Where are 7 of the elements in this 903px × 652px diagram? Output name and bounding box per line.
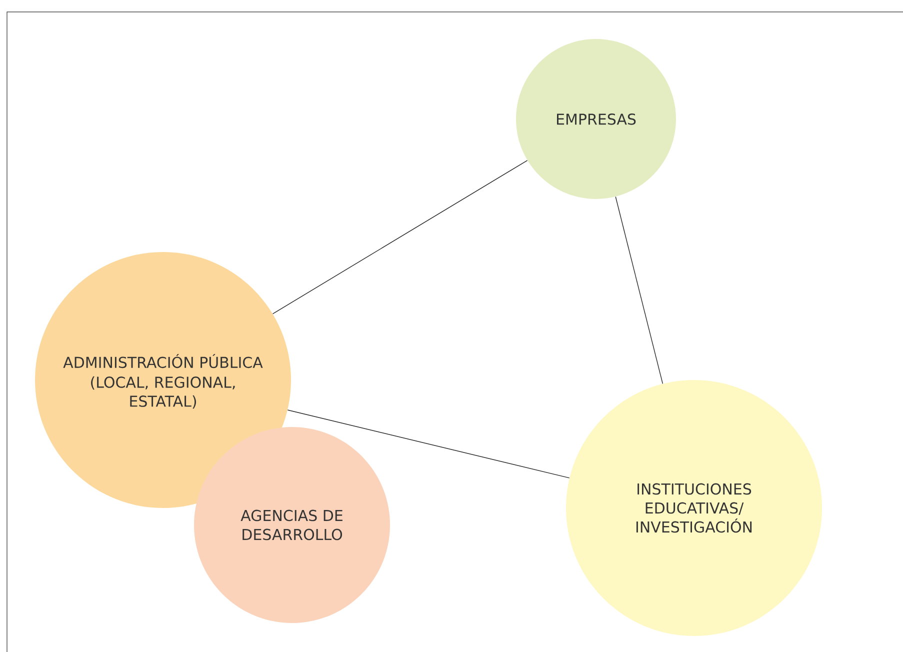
connector-line bbox=[615, 196, 664, 384]
circle-node: EMPRESAS bbox=[516, 39, 676, 199]
circle-node: ADMINISTRACIÓN PÚBLICA (LOCAL, REGIONAL, ESTATAL) bbox=[35, 252, 291, 508]
connector-line bbox=[287, 410, 570, 478]
connector-line bbox=[272, 160, 528, 314]
circle-node: AGENCIAS DE DESARROLLO bbox=[194, 426, 390, 623]
circle-node: INSTITUCIONES EDUCATIVAS/ INVESTIGACIÓN bbox=[566, 380, 822, 636]
